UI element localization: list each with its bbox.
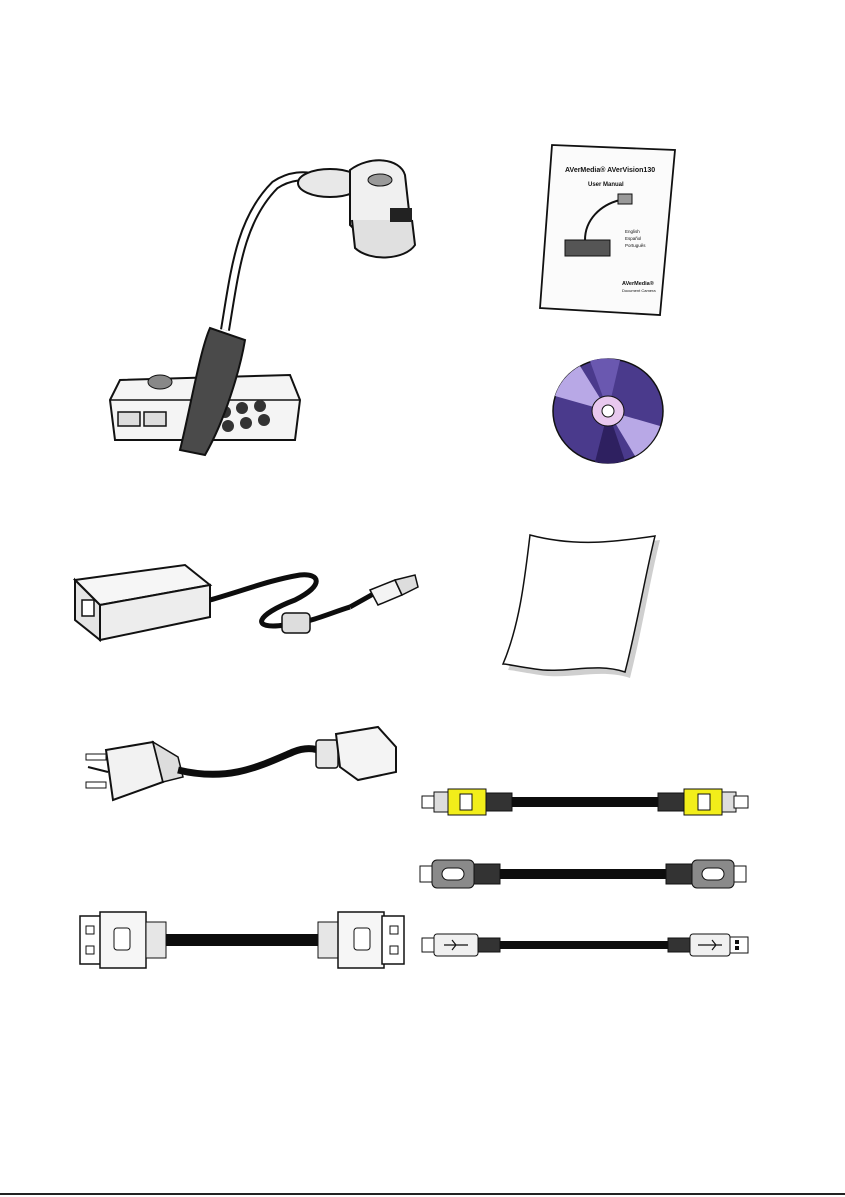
svideo-cable-icon — [418, 856, 748, 892]
vga-cable-icon — [78, 908, 408, 973]
ac-power-cord-icon — [78, 722, 398, 807]
paper-sheet-icon — [500, 530, 670, 685]
ac-adapter-icon — [70, 555, 420, 650]
manual-language-1: English — [625, 229, 640, 234]
cd-disc-icon — [550, 356, 666, 466]
manual-brand-line: AVerMedia® AVerVision130 — [565, 166, 655, 174]
usb-cable-icon — [420, 930, 750, 960]
document-camera-illustration — [100, 150, 430, 470]
manual-footer-brand: AVerMedia® — [622, 280, 654, 287]
manual-language-3: Português — [625, 243, 646, 248]
manual-footer-sub: Document Camera — [622, 288, 656, 293]
user-manual-booklet: AVerMedia® AVerVision130 User Manual Eng… — [540, 140, 680, 320]
manual-title: User Manual — [588, 182, 624, 188]
rca-cable-icon — [420, 784, 750, 820]
manual-language-2: Español — [625, 236, 641, 241]
page-bottom-rule — [0, 1193, 845, 1195]
